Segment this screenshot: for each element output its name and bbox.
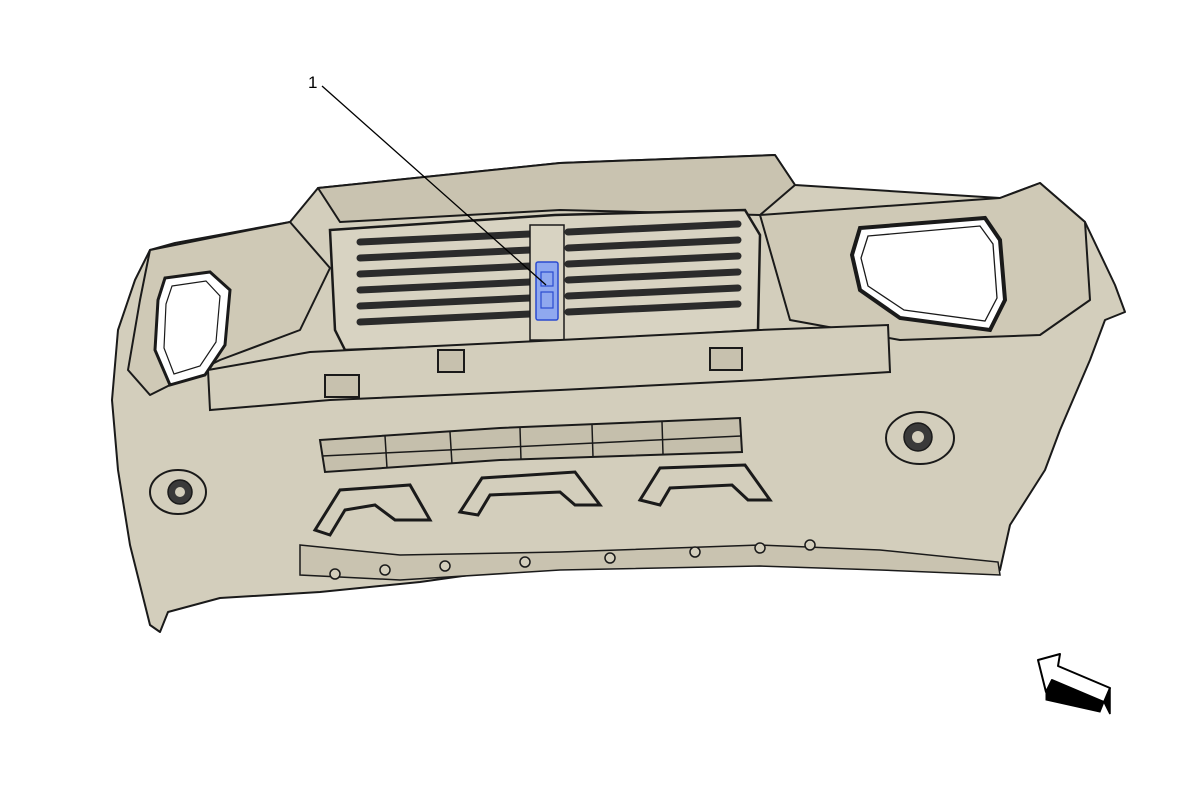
left-fog-lamp <box>149 469 207 515</box>
highlighted-component-actuator <box>535 261 559 321</box>
callout-1: 1 <box>308 73 547 286</box>
mid-reinforcement-beam <box>206 323 892 412</box>
lower-grille <box>318 416 744 474</box>
lower-air-ducts <box>312 463 773 537</box>
left-shutter-louvers <box>356 230 534 326</box>
lower-lip <box>299 544 1001 581</box>
right-shutter-louvers <box>564 220 742 316</box>
view-direction-arrow-icon <box>1037 653 1111 715</box>
right-lamp-opening <box>849 215 1008 333</box>
callout-1-leader-line <box>321 85 547 286</box>
left-lamp-opening <box>153 270 232 387</box>
right-fog-lamp <box>885 411 955 465</box>
callout-1-label: 1 <box>308 73 317 92</box>
mounting-fasteners <box>329 539 816 580</box>
